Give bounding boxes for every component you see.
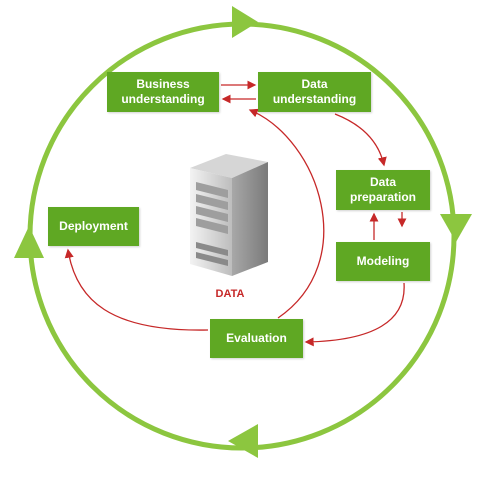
arrow-modeling-to-evaluation (304, 282, 405, 347)
cycle-arrowhead-right (440, 214, 472, 242)
node-label: Deployment (59, 219, 128, 233)
node-evaluation: Evaluation (210, 319, 303, 358)
node-business-understanding: Business understanding (107, 72, 219, 112)
server-icon (190, 154, 268, 276)
cycle-arrowhead-top (232, 6, 258, 38)
node-deployment: Deployment (48, 207, 139, 246)
node-label: Data understanding (272, 77, 357, 106)
cycle-arrowhead-bottom (228, 424, 258, 458)
node-label: Modeling (356, 254, 410, 268)
arrow-data-understanding-to-preparation (334, 113, 387, 167)
cycle-arrowhead-left (14, 226, 44, 258)
node-label: Data preparation (349, 175, 416, 204)
data-label: DATA (215, 288, 245, 300)
node-modeling: Modeling (336, 242, 430, 281)
arrow-evaluation-to-business (248, 108, 325, 319)
node-data-preparation: Data preparation (336, 170, 430, 210)
arrow-evaluation-to-deployment (64, 248, 209, 331)
node-label: Business understanding (121, 77, 205, 106)
node-label: Evaluation (226, 331, 287, 345)
node-data-understanding: Data understanding (258, 72, 371, 112)
